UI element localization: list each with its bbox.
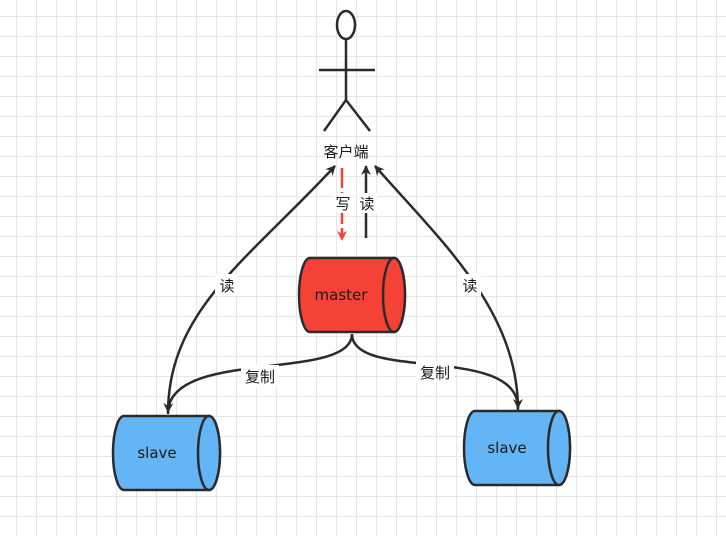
replicate-right-label: 复制 — [420, 364, 450, 382]
slave-right-node: slave — [462, 409, 572, 487]
read-right-label-bg — [459, 274, 481, 296]
replicate-left-label-bg — [241, 365, 279, 387]
read-left-label: 读 — [219, 277, 234, 295]
write-label: 写 — [335, 195, 350, 213]
read-master-label-bg — [357, 193, 377, 213]
slave-left-label: slave — [137, 444, 176, 462]
master-end-cap — [381, 256, 407, 334]
slave-left-end-cap — [196, 414, 222, 492]
master-node: master — [297, 256, 407, 334]
write-label-bg — [333, 193, 353, 213]
master-label: master — [315, 286, 369, 304]
read-master-label: 读 — [359, 195, 374, 213]
replicate-right-label-bg — [416, 361, 454, 383]
slave-right-label: slave — [487, 439, 526, 457]
read-right-label: 读 — [462, 277, 477, 295]
slave-right-end-cap — [546, 409, 572, 487]
replicate-left-label: 复制 — [245, 368, 275, 386]
client-actor-icon — [319, 9, 375, 132]
client-label: 客户端 — [323, 143, 368, 161]
read-left-label-bg — [215, 274, 237, 296]
slave-left-node: slave — [111, 414, 222, 492]
